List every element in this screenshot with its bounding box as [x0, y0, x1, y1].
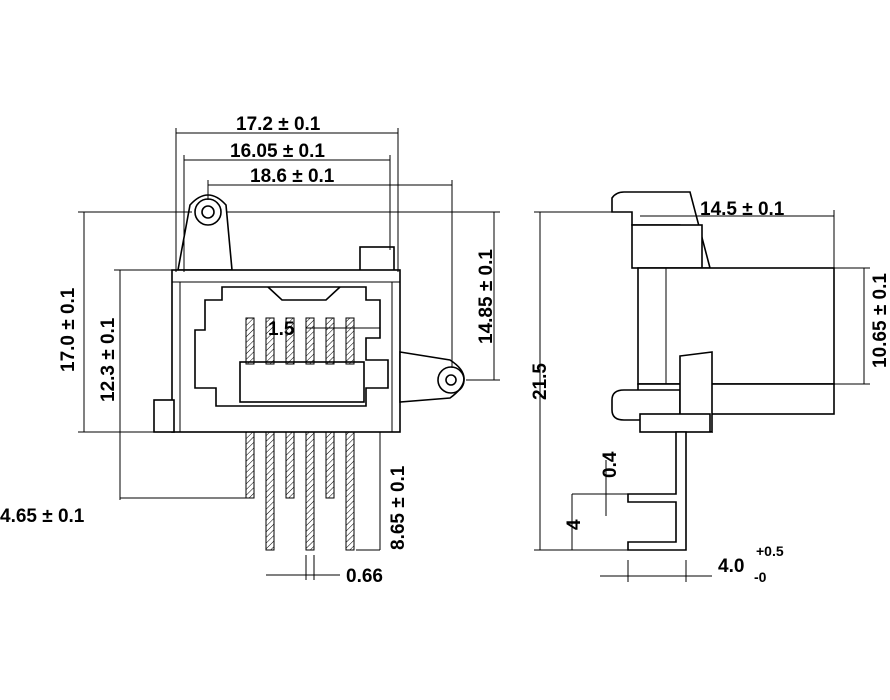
dim-height-mount: 14.85 ± 0.1	[476, 249, 497, 344]
top-mount-hole-inner	[201, 205, 215, 219]
right-mount-hole-outer	[437, 366, 465, 394]
side-view: 14.5 ± 0.1 21.5 10.65 ± 0.1 0.4 4 4.0 +0…	[530, 191, 890, 585]
dim-side-pin-drop: 4	[564, 519, 585, 530]
side-front-clip	[679, 351, 713, 433]
dim-pin-length: 8.65 ± 0.1	[388, 465, 409, 550]
dim-height-body: 12.3 ± 0.1	[98, 317, 119, 402]
dim-width-mount: 18.6 ± 0.1	[250, 166, 335, 187]
dim-side-pin-span-lower: -0	[754, 569, 767, 585]
left-flange	[153, 399, 175, 433]
side-main-body	[637, 267, 835, 385]
side-upper-body	[631, 224, 703, 269]
dim-height-total: 17.0 ± 0.1	[58, 287, 79, 372]
top-right-tab	[359, 246, 395, 272]
right-mount-hole-inner	[445, 374, 457, 386]
front-view: 17.2 ± 0.1 16.05 ± 0.1 18.6 ± 0.1 17.0 ±…	[0, 114, 500, 587]
side-base	[639, 413, 711, 433]
top-mounting-ear	[177, 194, 233, 271]
jack-opening	[194, 286, 389, 407]
dim-pin-width: 0.66	[346, 566, 383, 587]
dim-width-total: 17.2 ± 0.1	[236, 114, 321, 135]
front-dimension-lines	[78, 128, 500, 580]
side-pin	[627, 431, 687, 551]
dim-pin-offset: 4.65 ± 0.1	[0, 506, 85, 527]
dim-side-height: 21.5	[530, 363, 551, 400]
dim-side-pin-span-upper: +0.5	[756, 543, 784, 559]
dim-side-pin-thickness: 0.4	[600, 451, 621, 478]
dim-side-front: 10.65 ± 0.1	[870, 273, 890, 368]
jack-contacts	[245, 317, 355, 365]
jack-latch	[267, 286, 341, 301]
dim-side-depth: 14.5 ± 0.1	[700, 199, 785, 220]
dim-pin-pitch: 1.5	[268, 319, 295, 340]
dim-side-pin-span: 4.0	[718, 556, 744, 577]
pins	[245, 431, 355, 551]
jack-bottom-slot	[239, 361, 365, 403]
dim-width-inner: 16.05 ± 0.1	[230, 141, 325, 162]
side-dimension-lines	[534, 210, 870, 582]
